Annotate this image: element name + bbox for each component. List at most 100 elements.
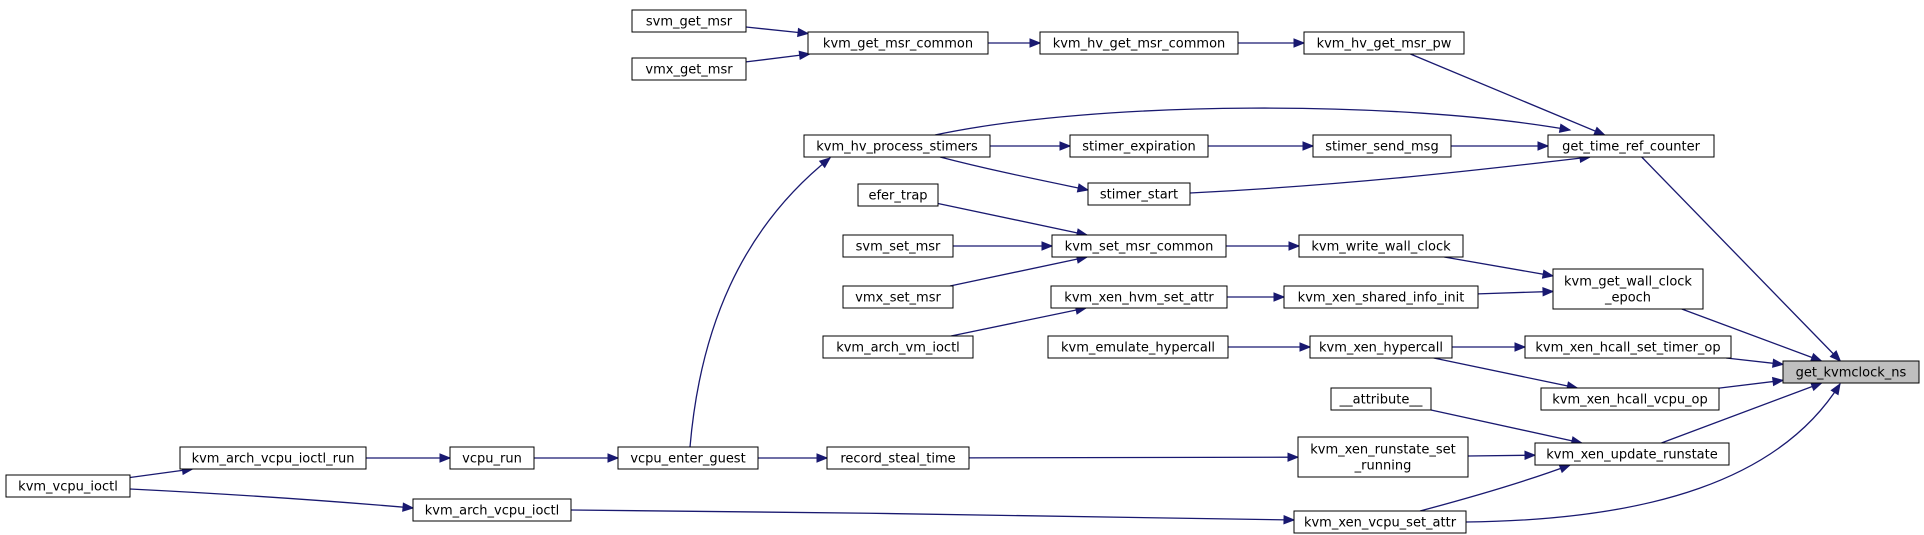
edge-line: [129, 468, 193, 479]
edge-arrowhead: [1542, 287, 1555, 297]
node-get_time_ref_counter[interactable]: get_time_ref_counter: [1547, 134, 1715, 158]
node-record_steal_time[interactable]: record_steal_time: [826, 446, 970, 470]
node-label: kvm_xen_hypercall: [1319, 341, 1443, 356]
edge-arrowhead: [797, 27, 810, 38]
node-stimer_expiration[interactable]: stimer_expiration: [1069, 134, 1209, 158]
node-label: _epoch: [1604, 291, 1651, 306]
edge-arrowhead: [1293, 38, 1306, 48]
edge-arrowhead: [607, 453, 620, 463]
node-kvm_arch_vcpu_ioctl_run[interactable]: kvm_arch_vcpu_ioctl_run: [179, 446, 367, 470]
node-get_kvmclock_ns[interactable]: get_kvmclock_ns: [1782, 360, 1920, 384]
node-kvm_xen_vcpu_set_attr[interactable]: kvm_xen_vcpu_set_attr: [1293, 510, 1467, 534]
node-box: [1293, 510, 1467, 534]
node-kvm_arch_vcpu_ioctl[interactable]: kvm_arch_vcpu_ioctl: [412, 498, 572, 522]
node-label: svm_set_msr: [856, 240, 941, 255]
node-kvm_arch_vm_ioctl[interactable]: kvm_arch_vm_ioctl: [822, 335, 974, 359]
edge-arrowhead: [816, 453, 829, 463]
edge-vmx_set_msr-to-kvm_set_msr_common: [949, 254, 1089, 287]
edge-arrowhead: [402, 502, 415, 512]
edge-arrowhead: [1059, 141, 1072, 151]
node-label: vcpu_enter_guest: [630, 452, 745, 467]
edge-stimer_send_msg-to-get_time_ref_counter: [1451, 141, 1550, 151]
node-box: [412, 498, 572, 522]
node-kvm_hv_get_msr_pw[interactable]: kvm_hv_get_msr_pw: [1303, 31, 1465, 55]
node-box: [1283, 285, 1479, 309]
node-kvm_vcpu_ioctl[interactable]: kvm_vcpu_ioctl: [5, 474, 131, 498]
node-box: [826, 446, 970, 470]
node-kvm_xen_hcall_vcpu_op[interactable]: kvm_xen_hcall_vcpu_op: [1540, 387, 1720, 411]
node-__attribute__[interactable]: __attribute__: [1330, 387, 1432, 411]
edge-line: [1641, 156, 1841, 362]
edge-kvm_get_msr_common-to-kvm_hv_get_msr_common: [988, 38, 1042, 48]
node-efer_trap[interactable]: efer_trap: [857, 183, 939, 207]
node-label: kvm_hv_process_stimers: [816, 140, 978, 155]
node-box: [1298, 234, 1464, 258]
edge-kvm_set_msr_common-to-kvm_write_wall_clock: [1226, 241, 1301, 251]
edge-kvm_arch_vcpu_ioctl-to-kvm_xen_vcpu_set_attr: [570, 509, 1296, 525]
node-label: kvm_xen_hcall_vcpu_op: [1552, 393, 1708, 408]
node-kvm_write_wall_clock[interactable]: kvm_write_wall_clock: [1298, 234, 1464, 258]
node-box: [807, 31, 989, 55]
edge-arrowhead: [1541, 269, 1555, 279]
node-box: [1039, 31, 1239, 55]
edge-arrowhead: [1829, 350, 1842, 362]
node-label: vmx_set_msr: [855, 291, 941, 306]
edge-line: [939, 156, 1089, 191]
node-kvm_xen_hypercall[interactable]: kvm_xen_hypercall: [1309, 335, 1453, 359]
node-svm_get_msr[interactable]: svm_get_msr: [631, 9, 747, 33]
node-label: kvm_xen_hvm_set_attr: [1064, 291, 1214, 306]
node-stimer_send_msg[interactable]: stimer_send_msg: [1312, 134, 1452, 158]
node-box: [631, 57, 747, 81]
node-label: kvm_xen_runstate_set: [1310, 443, 1456, 458]
node-box: [1050, 285, 1228, 309]
node-box: [857, 183, 939, 207]
edge-arrowhead: [818, 157, 832, 169]
node-stimer_start[interactable]: stimer_start: [1087, 182, 1191, 206]
edge-stimer_start-to-get_time_ref_counter: [1189, 153, 1592, 194]
node-vmx_get_msr[interactable]: vmx_get_msr: [631, 57, 747, 81]
node-kvm_set_msr_common[interactable]: kvm_set_msr_common: [1051, 234, 1227, 258]
edge-kvm_hv_process_stimers-to-get_time_ref_counter: [934, 107, 1572, 136]
node-kvm_xen_hvm_set_attr[interactable]: kvm_xen_hvm_set_attr: [1050, 285, 1228, 309]
node-label: stimer_start: [1100, 188, 1178, 203]
node-svm_set_msr[interactable]: svm_set_msr: [842, 234, 954, 258]
node-kvm_xen_shared_info_init[interactable]: kvm_xen_shared_info_init: [1283, 285, 1479, 309]
node-label: kvm_xen_shared_info_init: [1298, 291, 1465, 306]
edge-arrowhead: [1772, 376, 1785, 387]
edge-arrowhead: [1830, 382, 1841, 396]
node-label: kvm_set_msr_common: [1065, 240, 1214, 255]
node-label: kvm_xen_vcpu_set_attr: [1304, 516, 1457, 531]
node-vcpu_run[interactable]: vcpu_run: [449, 446, 535, 470]
node-box: [1309, 335, 1453, 359]
edge-kvm_xen_hcall_vcpu_op-to-get_kvmclock_ns: [1718, 376, 1785, 389]
node-label: svm_get_msr: [646, 15, 733, 30]
node-label: get_kvmclock_ns: [1796, 366, 1907, 381]
node-kvm_xen_runstate_set_running[interactable]: kvm_xen_runstate_set_running: [1297, 436, 1469, 478]
edge-line: [949, 256, 1088, 287]
node-kvm_emulate_hypercall[interactable]: kvm_emulate_hypercall: [1047, 335, 1229, 359]
node-kvm_hv_get_msr_common[interactable]: kvm_hv_get_msr_common: [1039, 31, 1239, 55]
node-kvm_xen_hcall_set_timer_op[interactable]: kvm_xen_hcall_set_timer_op: [1524, 335, 1732, 359]
node-vcpu_enter_guest[interactable]: vcpu_enter_guest: [617, 446, 759, 470]
node-kvm_get_wall_clock_epoch[interactable]: kvm_get_wall_clock_epoch: [1552, 268, 1704, 310]
edge-kvm_write_wall_clock-to-kvm_get_wall_clock_epoch: [1444, 256, 1555, 279]
node-box: [1051, 234, 1227, 258]
node-box: [822, 335, 974, 359]
edge-efer_trap-to-kvm_set_msr_common: [937, 202, 1089, 238]
node-kvm_xen_update_runstate[interactable]: kvm_xen_update_runstate: [1534, 442, 1730, 466]
node-kvm_get_msr_common[interactable]: kvm_get_msr_common: [807, 31, 989, 55]
edge-arrowhead: [1288, 241, 1301, 251]
node-label: kvm_xen_hcall_set_timer_op: [1535, 341, 1720, 356]
node-vmx_set_msr[interactable]: vmx_set_msr: [842, 285, 954, 309]
edge-line: [689, 157, 831, 448]
node-label: stimer_expiration: [1082, 140, 1196, 155]
node-kvm_hv_process_stimers[interactable]: kvm_hv_process_stimers: [803, 134, 991, 158]
node-box: [1330, 387, 1432, 411]
edge-kvm_emulate_hypercall-to-kvm_xen_hypercall: [1228, 342, 1312, 352]
edge-svm_set_msr-to-kvm_set_msr_common: [953, 241, 1054, 251]
edge-kvm_xen_hvm_set_attr-to-kvm_xen_shared_info_init: [1227, 292, 1286, 302]
node-box: [5, 474, 131, 498]
edge-line: [1477, 290, 1554, 295]
node-label: get_time_ref_counter: [1562, 140, 1701, 155]
edge-line: [950, 307, 1087, 337]
